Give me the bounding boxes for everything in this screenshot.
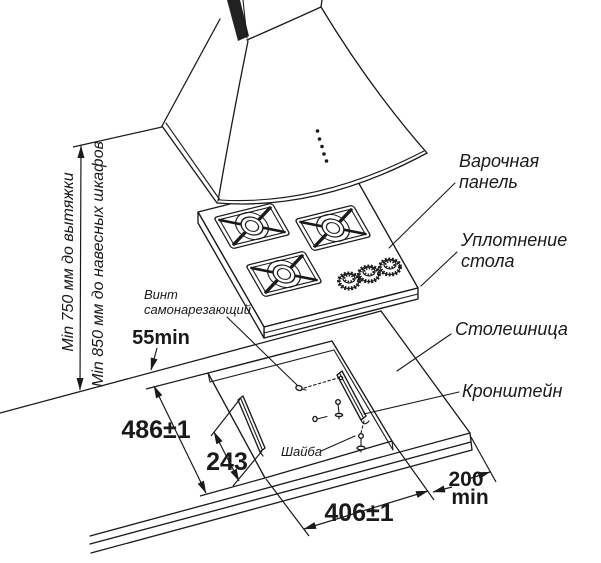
extension-line [391, 440, 435, 501]
label-hob-line1: Варочная [459, 151, 539, 171]
extension-line [265, 478, 310, 537]
dimension-55min: 55min [132, 327, 190, 349]
bracket-screw [312, 415, 328, 423]
dimension-406: 406±1 [324, 499, 393, 527]
range-hood [161, 0, 428, 205]
screw-with-washer [334, 399, 344, 420]
washer [356, 433, 366, 453]
self-tapping-screw [295, 384, 307, 392]
label-screw-line1: Винт [144, 287, 178, 302]
label-hob-line2: панель [459, 172, 518, 192]
dimension-lines: Min 750 мм до вытяжки Min 850 мм до наве… [60, 126, 497, 537]
vertical-dimension-line [76, 145, 85, 391]
mounting-bracket [237, 395, 266, 457]
label-seal-line2: стола [461, 251, 515, 271]
label-screw-line2: самонарезающий [144, 302, 251, 317]
leader-line [320, 435, 356, 452]
mounting-bracket [336, 370, 370, 425]
cooktop [197, 172, 419, 339]
extension-line [210, 398, 241, 437]
vent-grille [227, 0, 249, 41]
part-labels: Варочная панель Уплотнение стола Столешн… [144, 151, 568, 459]
label-seal-line1: Уплотнение [460, 230, 567, 250]
label-bracket: Кронштейн [462, 381, 562, 401]
leader-line [226, 316, 298, 386]
leader-line [363, 391, 460, 415]
dimension-line-406 [303, 490, 429, 530]
extension-line [199, 477, 266, 497]
extension-line [232, 450, 263, 487]
dimension-line-486 [153, 385, 207, 494]
dimension-200-unit: min [451, 486, 488, 509]
dimension-min-850: Min 850 мм до навесных шкафов [90, 141, 107, 387]
screw-guide-dotted-line [303, 377, 339, 389]
extension-line [470, 436, 497, 483]
dimension-min-750: Min 750 мм до вытяжки [60, 172, 77, 351]
label-washer: Шайба [281, 444, 322, 459]
leader-line [420, 251, 458, 287]
label-countertop: Столешница [455, 319, 568, 339]
dimension-486: 486±1 [121, 416, 190, 444]
washer-guide-dotted-line [360, 420, 365, 434]
leader-line [388, 182, 456, 249]
countertop-cutout [207, 340, 394, 479]
hood-level-extension-line [72, 126, 163, 148]
dimension-243: 243 [206, 448, 248, 476]
hood-buttons [315, 129, 329, 163]
leader-line [396, 333, 452, 372]
dimension-200: 200 [448, 468, 483, 491]
dimension-line-243 [213, 431, 240, 482]
